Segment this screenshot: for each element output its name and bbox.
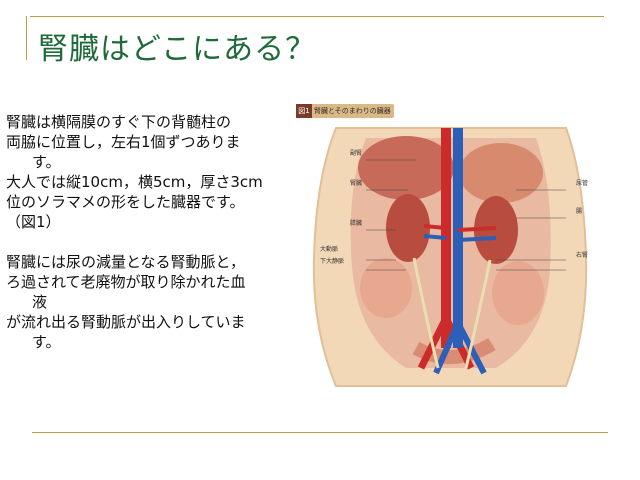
text-line: （図1） — [6, 213, 61, 231]
paragraph-blood-flow: 腎臓には尿の減量となる腎動脈と， ろ過されて老廃物が取り除かれた血 液 が流れ出… — [6, 252, 298, 352]
figure-label: 腸 — [576, 208, 583, 215]
figure-label: 副腎 — [350, 150, 363, 157]
figure-label: 膵臓 — [350, 220, 363, 227]
figure-label: 右腎 — [576, 252, 589, 259]
figure-label: 腎臓 — [350, 180, 363, 187]
text-line: 腎臓は横隔膜のすぐ下の背髄柱の — [6, 113, 232, 131]
top-divider — [30, 16, 604, 17]
text-line: 液 — [32, 293, 48, 311]
paragraph-location: 腎臓は横隔膜のすぐ下の背髄柱の 両脇に位置し，左右1個ずつありま す。 大人では… — [6, 112, 298, 232]
figure-number: 図1 — [296, 104, 312, 118]
abdomen-illustration — [312, 127, 588, 387]
kidney-anatomy-figure: 図1 腎臓とそのまわりの臓器 副腎 腎臓 膵臓 大動脈 下大静脈 — [296, 104, 608, 390]
bottom-divider — [32, 432, 608, 433]
text-line: ろ過されて老廃物が取り除かれた血 — [6, 273, 246, 291]
text-line: す。 — [32, 333, 61, 351]
text-line: す。 — [32, 153, 61, 171]
text-line: が流れ出る腎動脈が出入りしていま — [6, 313, 246, 331]
figure-caption: 腎臓とそのまわりの臓器 — [314, 107, 391, 115]
title-left-divider — [26, 16, 27, 60]
figure-label: 大動脈 — [320, 246, 339, 253]
body-text: 腎臓は横隔膜のすぐ下の背髄柱の 両脇に位置し，左右1個ずつありま す。 大人では… — [6, 112, 298, 352]
figure-label: 尿管 — [576, 180, 589, 187]
slide-title: 腎臓はどこにある？ — [38, 32, 317, 67]
text-line: 腎臓には尿の減量となる腎動脈と， — [6, 253, 245, 271]
text-line: 大人では縦10cm，横5cm，厚さ3cm — [6, 173, 263, 191]
text-line: 両脇に位置し，左右1個ずつありま — [6, 133, 241, 151]
figure-label: 下大静脈 — [320, 258, 345, 265]
text-line: 位のソラマメの形をした臓器です。 — [6, 193, 245, 211]
figure-caption-tag: 図1 腎臓とそのまわりの臓器 — [296, 104, 394, 118]
